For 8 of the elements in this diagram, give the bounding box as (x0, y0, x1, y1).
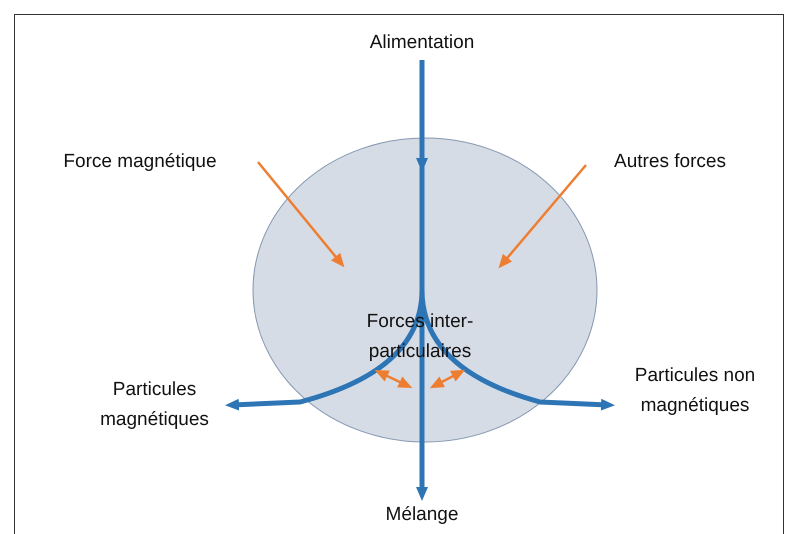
stream-label: Particules magnétiques (99, 378, 210, 432)
force-arrow (498, 164, 587, 268)
stream-label: Particules non magnétiques (634, 364, 756, 418)
stream-label: Mélange (384, 503, 460, 527)
stream-label: Alimentation (368, 31, 476, 55)
stream-label: Autres forces (613, 150, 727, 174)
force-arrow (257, 161, 344, 268)
stream-label: Force magnétique (62, 150, 218, 174)
